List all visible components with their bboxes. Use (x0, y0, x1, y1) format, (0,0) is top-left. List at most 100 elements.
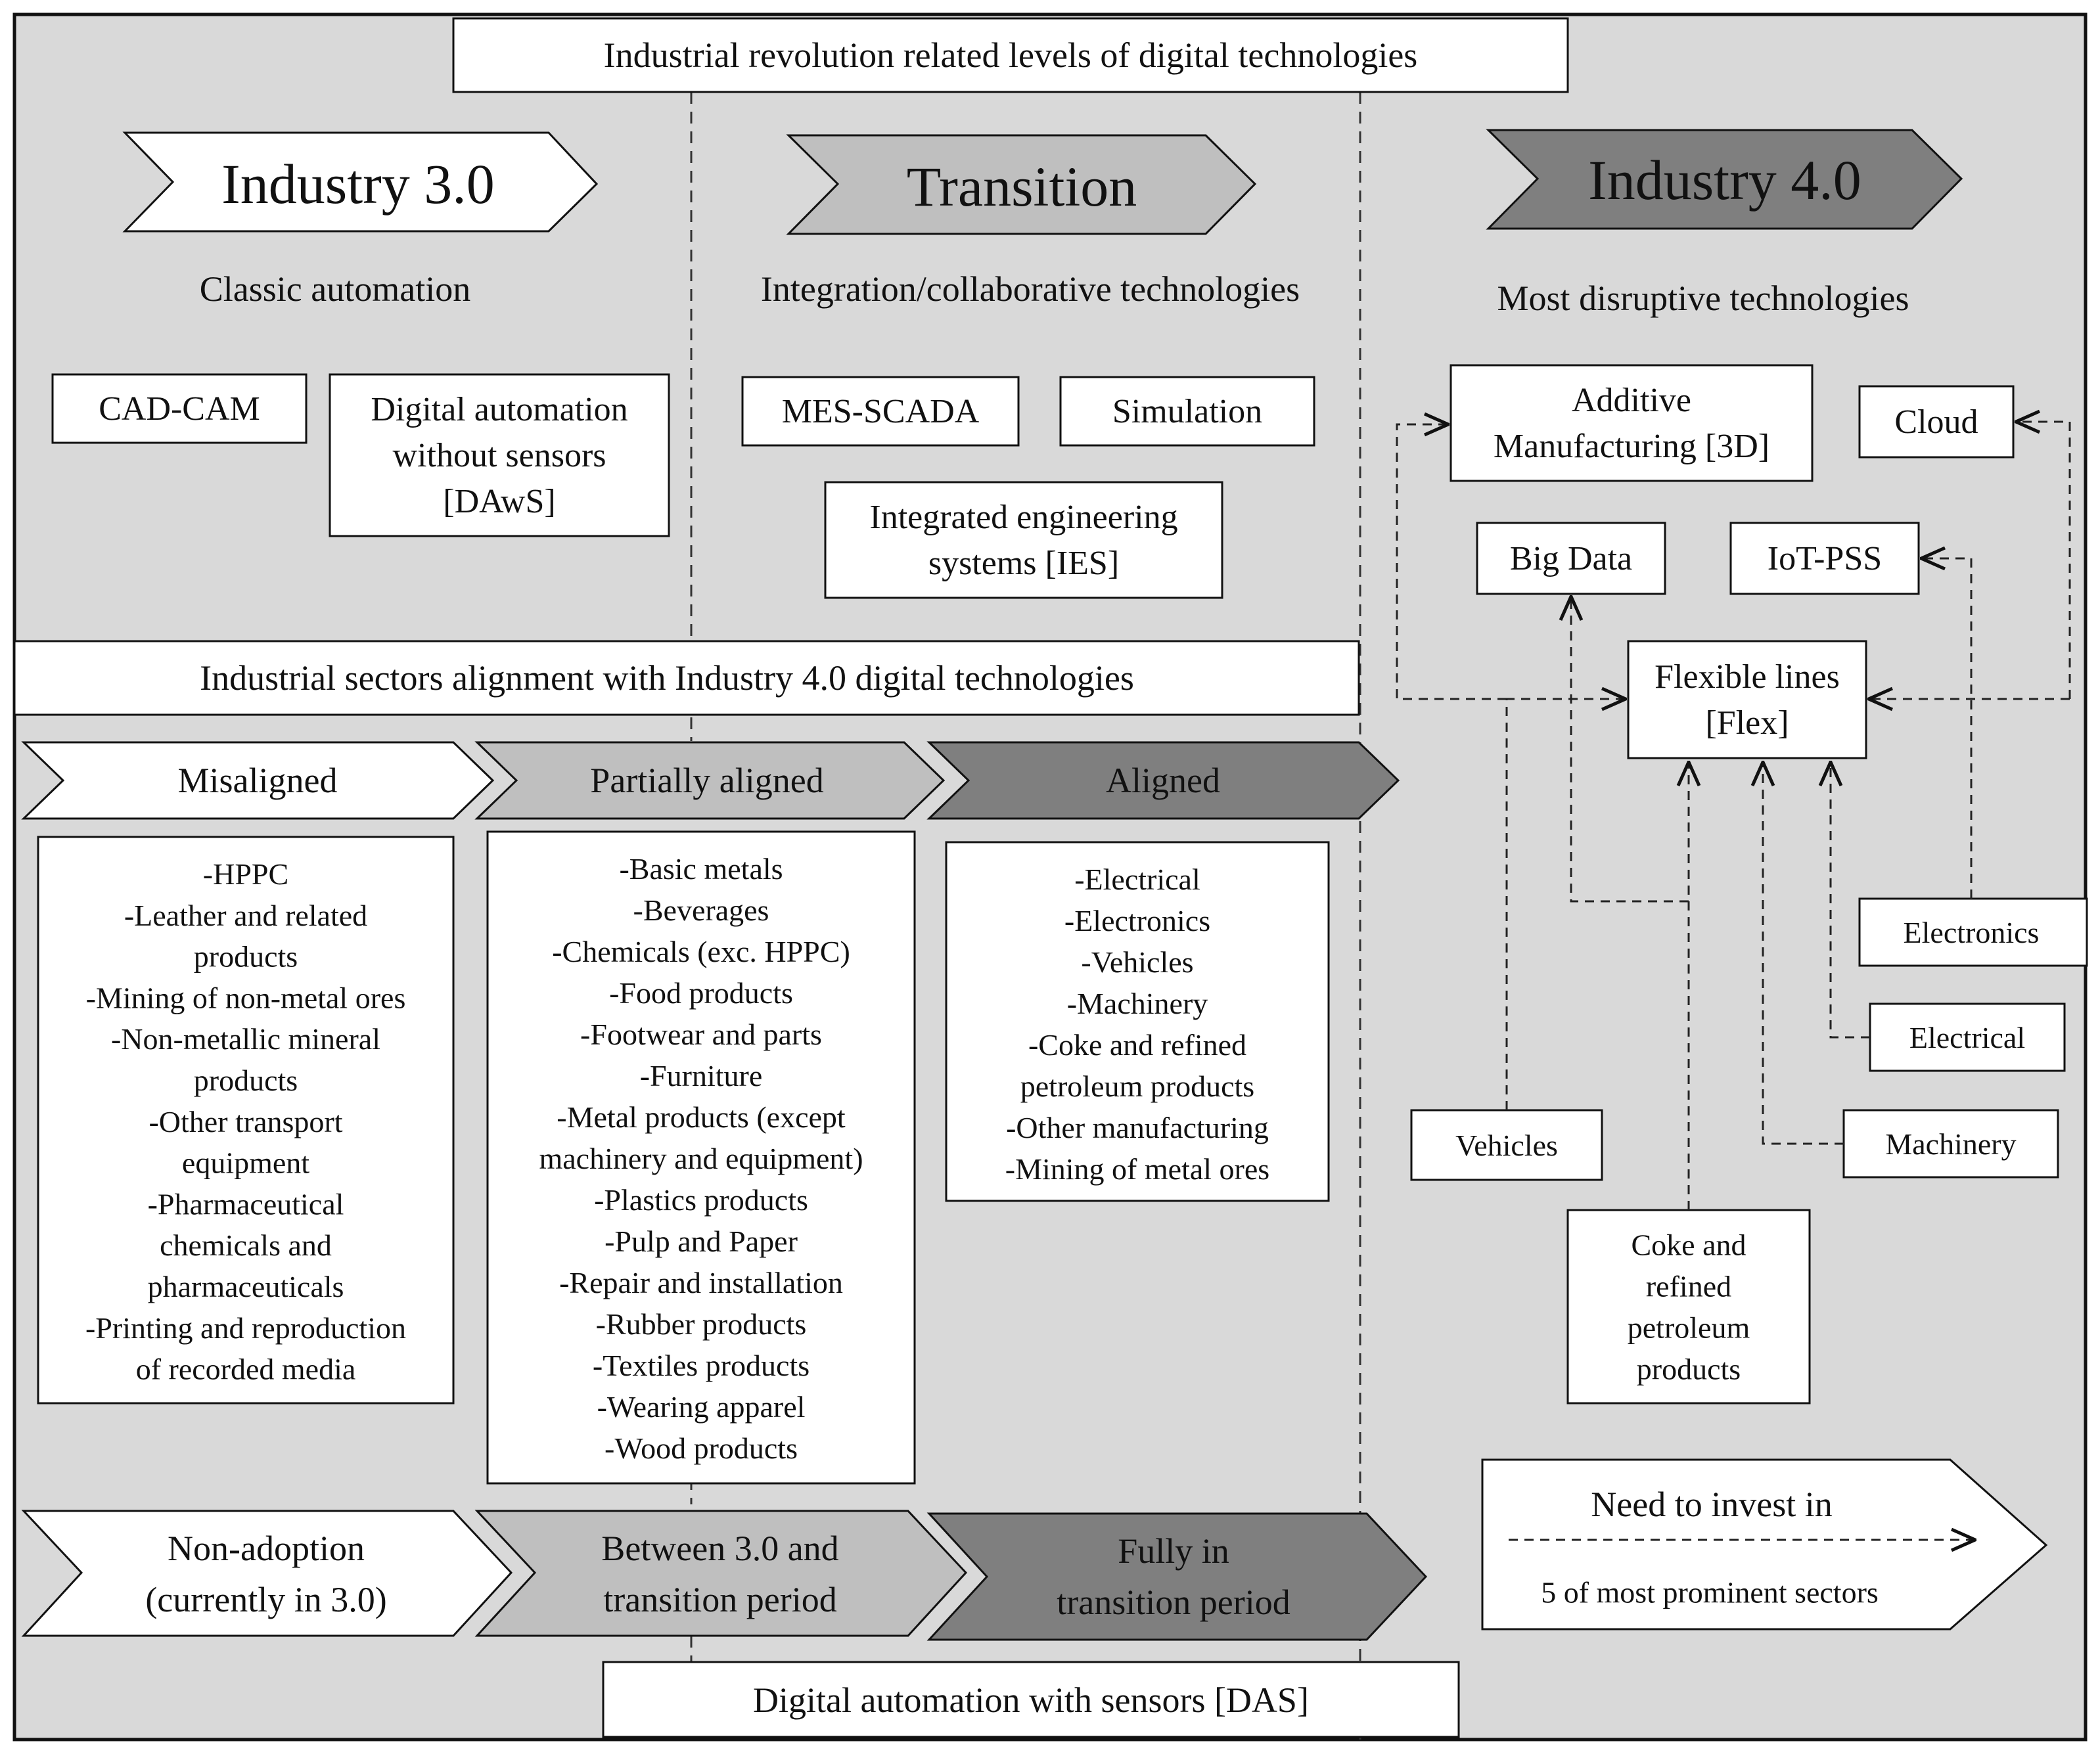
partially-list-line: -Furniture (640, 1059, 763, 1092)
partially-list-line: -Basic metals (619, 852, 783, 886)
misaligned-list-line: equipment (182, 1146, 309, 1179)
aligned-list: -Electrical -Electronics -Vehicles -Machine… (1005, 863, 1269, 1186)
partially-list-line: -Textiles products (593, 1349, 810, 1382)
ies-box (824, 481, 1223, 599)
flex-text-line: Flexible lines (1655, 658, 1840, 696)
misaligned-list-line: -HPPC (203, 857, 288, 891)
flex-box (1627, 640, 1867, 759)
coke-node-text-line: refined (1646, 1269, 1731, 1303)
aligned-label: Aligned (1106, 761, 1220, 800)
aligned-list-line: -Mining of metal ores (1005, 1152, 1269, 1186)
industry30-subtitle: Classic automation (200, 269, 470, 309)
partially-list-line: machinery and equipment) (539, 1142, 863, 1175)
connector-electrical-flex (1831, 762, 1870, 1039)
misaligned-list-line: pharmaceuticals (148, 1270, 344, 1303)
misaligned-label: Misaligned (178, 761, 338, 800)
connector-flex-additive (1396, 424, 1507, 700)
aligned-list-line: -Coke and refined (1028, 1028, 1246, 1062)
coke-node-text-line: products (1637, 1352, 1741, 1385)
misaligned-list-box (37, 836, 455, 1405)
transition-chevron (786, 134, 1257, 235)
cloud-text: Cloud (1894, 403, 1978, 441)
iotpss-box (1729, 522, 1920, 595)
partially-list-line: -Repair and installation (559, 1266, 843, 1299)
misaligned-list-line: -Pharmaceutical (148, 1187, 344, 1221)
coke-node-text-line: petroleum (1628, 1311, 1750, 1344)
electrical-node-text-line: Electrical (1909, 1021, 2025, 1054)
aligned-list-line: -Other manufacturing (1006, 1111, 1269, 1144)
machinery-node-box (1842, 1109, 2059, 1179)
misaligned-list-line: -Non-metallic mineral (111, 1022, 380, 1056)
partially-list-line: -Footwear and parts (580, 1018, 822, 1051)
cloud-text-line: Cloud (1894, 403, 1978, 441)
fully-label-line: transition period (1057, 1583, 1290, 1622)
aligned-list-box (945, 841, 1330, 1202)
daws-box (329, 373, 670, 537)
daws-text-line: without sensors (393, 437, 606, 474)
misaligned-list-line: -Other transport (148, 1104, 342, 1138)
electrical-node-text: Electrical (1909, 1021, 2025, 1054)
mes-scada-text: MES-SCADA (782, 393, 980, 430)
legend-arrow-box (1481, 1458, 2048, 1630)
coke-node-box (1566, 1209, 1811, 1405)
legend-title: Need to invest in (1591, 1485, 1832, 1524)
transition-subtitle: Integration/collaborative technologies (761, 269, 1300, 309)
aligned-list-line: -Vehicles (1081, 945, 1193, 979)
industry40-label: Industry 4.0 (1588, 148, 1861, 212)
between-label: Between 3.0 and transition period (601, 1529, 838, 1619)
partially-list: -Basic metals -Beverages -Chemicals (exc. … (539, 852, 863, 1465)
fully-chevron (926, 1512, 1428, 1641)
simulation-text: Simulation (1112, 393, 1262, 430)
additive-text-line: Additive (1572, 382, 1691, 419)
aligned-list-line: -Electrical (1074, 863, 1200, 896)
aligned-list-line: petroleum products (1020, 1069, 1254, 1103)
between-label-line: transition period (603, 1580, 836, 1619)
non-adoption-chevron (21, 1510, 513, 1637)
simulation-box (1059, 376, 1315, 447)
partially-list-line: -Rubber products (596, 1307, 807, 1341)
misaligned-list-line: -Leather and related (124, 898, 367, 932)
daws-text-line: [DAwS] (443, 483, 555, 520)
additive-box (1449, 364, 1814, 482)
bigdata-text: Big Data (1510, 540, 1632, 577)
non-adoption-label-line: Non-adoption (168, 1529, 365, 1568)
electrical-node-box (1869, 1002, 2066, 1072)
cadcam-box (51, 373, 308, 444)
partially-list-line: -Chemicals (exc. HPPC) (552, 935, 850, 968)
cadcam-text-line: CAD-CAM (99, 390, 260, 428)
machinery-node-text: Machinery (1885, 1127, 2016, 1161)
daws-text-line: Digital automation (371, 391, 628, 428)
industry30-chevron (122, 131, 599, 233)
mes-scada-box (741, 376, 1020, 447)
diagram-title: Industrial revolution related levels of … (604, 35, 1418, 75)
partially-list-line: -Plastics products (594, 1183, 808, 1217)
partially-list-line: -Beverages (633, 893, 769, 927)
simulation-text-line: Simulation (1112, 393, 1262, 430)
partially-list-box (486, 830, 916, 1485)
non-adoption-label: Non-adoption(currently in 3.0) (145, 1529, 386, 1619)
misaligned-list-line: -Mining of non-metal ores (86, 981, 406, 1014)
flex-text: Flexible lines[Flex] (1655, 658, 1840, 742)
connector-coke-bigdata (1571, 596, 1689, 903)
connector-electronics-iotpss (1921, 558, 1973, 899)
electronics-node-text-line: Electronics (1904, 916, 2040, 949)
between-chevron (474, 1510, 968, 1637)
fully-label-line: Fully in (1118, 1531, 1229, 1571)
vehicles-node-text-line: Vehicles (1455, 1129, 1558, 1162)
additive-text-line: Manufacturing [3D] (1494, 428, 1769, 465)
aligned-list-line: -Machinery (1067, 987, 1208, 1020)
machinery-node-text-line: Machinery (1885, 1127, 2016, 1161)
industry40-chevron (1486, 129, 1963, 230)
mes-scada-text-line: MES-SCADA (782, 393, 980, 430)
partially-list-line: -Wearing apparel (597, 1390, 806, 1424)
aligned-list-line: -Electronics (1064, 904, 1210, 937)
partially-aligned-label: Partially aligned (590, 761, 823, 800)
between-label-line: Between 3.0 and (601, 1529, 838, 1568)
iotpss-text: IoT-PSS (1768, 540, 1882, 577)
misaligned-list-line: -Printing and reproduction (85, 1311, 406, 1344)
misaligned-list-line: chemicals and (160, 1228, 332, 1262)
bottom-label: Digital automation with sensors [DAS] (753, 1680, 1309, 1720)
iotpss-text-line: IoT-PSS (1768, 540, 1882, 577)
